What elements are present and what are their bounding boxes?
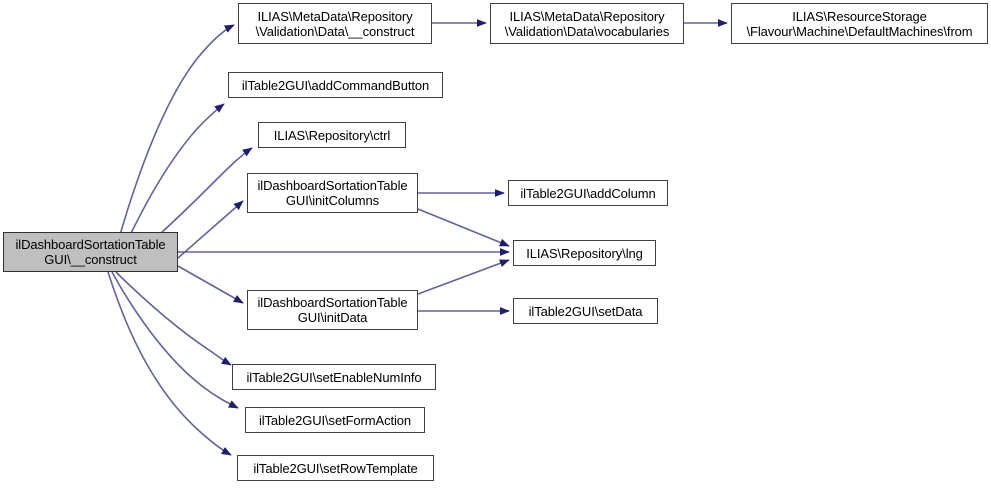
graph-edge	[417, 259, 510, 295]
graph-node-init_data[interactable]: ilDashboardSortationTable GUI\initData	[247, 290, 418, 330]
graph-node-set_enable_num_info[interactable]: ilTable2GUI\setEnableNumInfo	[232, 364, 436, 390]
graph-node-label: ILIAS\Repository\lng	[526, 245, 643, 261]
graph-node-default_machines_from[interactable]: ILIAS\ResourceStorage \Flavour\Machine\D…	[731, 3, 988, 44]
graph-node-label: ilTable2GUI\setData	[528, 303, 643, 319]
graph-node-label: ilDashboardSortationTable GUI\initColumn…	[257, 178, 408, 208]
graph-node-lng[interactable]: ILIAS\Repository\lng	[513, 240, 656, 266]
graph-node-label: ilDashboardSortationTable GUI\__construc…	[15, 237, 166, 267]
graph-node-metadata_construct[interactable]: ILIAS\MetaData\Repository \Validation\Da…	[238, 3, 432, 44]
graph-node-label: ILIAS\MetaData\Repository \Validation\Da…	[255, 8, 415, 39]
graph-edge	[115, 271, 232, 366]
graph-node-add_command_button[interactable]: ilTable2GUI\addCommandButton	[228, 72, 443, 98]
graph-node-label: ilTable2GUI\setFormAction	[258, 412, 412, 428]
graph-edge	[177, 265, 244, 304]
graph-edge	[111, 271, 239, 409]
graph-edge	[177, 200, 244, 259]
graph-node-construct[interactable]: ilDashboardSortationTable GUI\__construc…	[3, 232, 178, 272]
graph-node-label: ilTable2GUI\addCommandButton	[241, 77, 430, 93]
graph-edge	[107, 271, 232, 456]
graph-node-label: ilTable2GUI\setRowTemplate	[253, 460, 418, 476]
graph-node-label: ILIAS\ResourceStorage \Flavour\Machine\D…	[746, 8, 973, 39]
graph-node-ctrl[interactable]: ILIAS\Repository\ctrl	[258, 122, 406, 148]
graph-node-set_row_template[interactable]: ilTable2GUI\setRowTemplate	[237, 455, 434, 481]
graph-node-init_columns[interactable]: ilDashboardSortationTable GUI\initColumn…	[247, 173, 418, 213]
graph-node-set_form_action[interactable]: ilTable2GUI\setFormAction	[245, 407, 425, 433]
graph-node-label: ILIAS\Repository\ctrl	[273, 127, 391, 143]
graph-node-set_data[interactable]: ilTable2GUI\setData	[513, 298, 658, 324]
graph-edge	[417, 208, 510, 247]
graph-node-label: ilTable2GUI\addColumn	[520, 185, 656, 201]
graph-node-label: ilDashboardSortationTable GUI\initData	[257, 295, 408, 325]
graph-node-add_column[interactable]: ilTable2GUI\addColumn	[508, 180, 668, 206]
graph-node-vocabularies[interactable]: ILIAS\MetaData\Repository \Validation\Da…	[490, 3, 684, 44]
graph-node-label: ILIAS\MetaData\Repository \Validation\Da…	[504, 8, 670, 39]
graph-node-label: ilTable2GUI\setEnableNumInfo	[246, 369, 422, 385]
